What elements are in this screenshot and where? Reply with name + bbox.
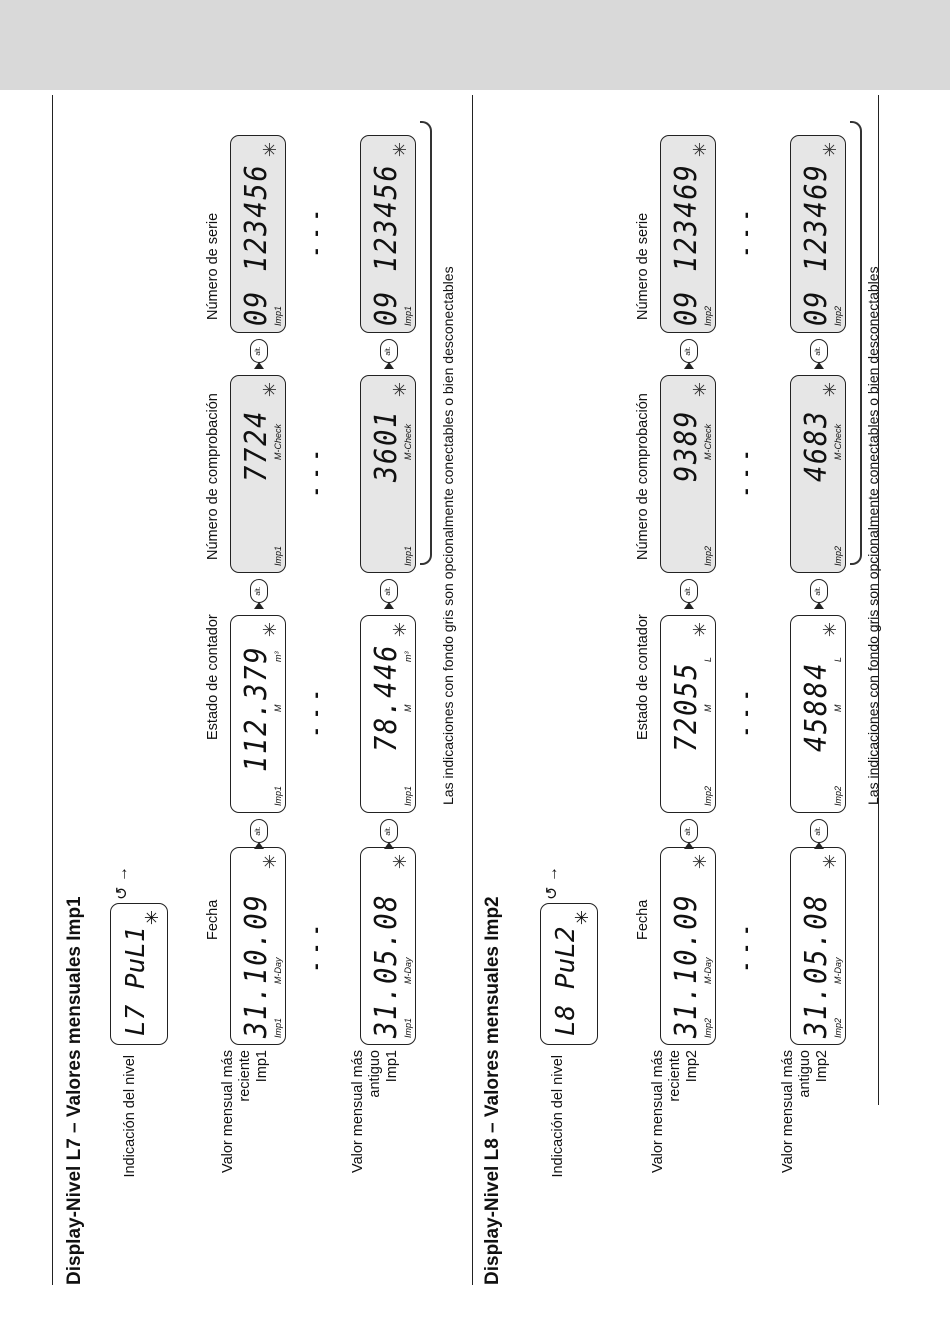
l8-note: Las indicaciones con fondo gris son opci…	[865, 266, 881, 805]
backlight-icon: ✳	[820, 854, 840, 870]
backlight-icon: ✳	[142, 910, 162, 926]
backlight-icon: ✳	[820, 142, 840, 158]
alt-button[interactable]: alt.	[810, 339, 828, 363]
l7-recent-date-lcd: 31.10.09 Imp1 M-Day ✳	[230, 847, 286, 1045]
l8-recent-check-lcd: 9389 Imp2 M-Check ✳	[660, 375, 716, 573]
l8-col-serie: Número de serie	[635, 212, 651, 320]
header-band	[0, 0, 950, 90]
l8-dashes-1: - - -	[735, 923, 757, 970]
l7-oldest-serial-lcd: 09 123456 Imp1 ✳	[360, 135, 416, 333]
alt-button[interactable]: alt.	[380, 339, 398, 363]
l7-col-serie: Número de serie	[205, 212, 221, 320]
l8-dashes-2: - - -	[735, 688, 757, 735]
l7-dashes-4: - - -	[305, 208, 327, 255]
l7-dashes-2: - - -	[305, 688, 327, 735]
backlight-icon: ✳	[572, 910, 592, 926]
l8-recent-date-lcd: 31.10.09 Imp2 M-Day ✳	[660, 847, 716, 1045]
section-l7-title: Display-Nivel L7 – Valores mensuales Imp…	[64, 896, 85, 1285]
rule-top	[52, 95, 53, 1285]
backlight-icon: ✳	[690, 854, 710, 870]
l8-recent-counter-lcd: 72055 Imp2 M L ✳	[660, 615, 716, 813]
alt-button[interactable]: alt.	[250, 579, 268, 603]
backlight-icon: ✳	[820, 622, 840, 638]
backlight-icon: ✳	[690, 382, 710, 398]
l8-col-comprob: Número de comprobación	[635, 393, 651, 560]
l8-oldest-date-lcd: 31.05.08 Imp2 M-Day ✳	[790, 847, 846, 1045]
l8-dashes-3: - - -	[735, 448, 757, 495]
alt-button[interactable]: alt.	[680, 819, 698, 843]
rule-middle	[472, 95, 473, 1285]
l8-col-fecha: Fecha	[635, 899, 651, 940]
backlight-icon: ✳	[390, 622, 410, 638]
l8-oldest-check-lcd: 4683 Imp2 M-Check ✳	[790, 375, 846, 573]
alt-button[interactable]: alt.	[380, 819, 398, 843]
l7-col-estado: Estado de contador	[205, 614, 221, 740]
alt-button[interactable]: alt.	[810, 579, 828, 603]
l8-recent-serial-lcd: 09 123469 Imp2 ✳	[660, 135, 716, 333]
backlight-icon: ✳	[390, 854, 410, 870]
l7-recent-check-lcd: 7724 Imp1 M-Check ✳	[230, 375, 286, 573]
l8-dashes-4: - - -	[735, 208, 757, 255]
l7-col-comprob: Número de comprobación	[205, 393, 221, 560]
backlight-icon: ✳	[260, 622, 280, 638]
l8-level-display: L8 PuL2 ✳	[540, 903, 598, 1045]
l8-brace	[850, 121, 862, 565]
l7-note: Las indicaciones con fondo gris son opci…	[440, 266, 456, 805]
alt-button[interactable]: alt.	[680, 339, 698, 363]
backlight-icon: ✳	[390, 142, 410, 158]
backlight-icon: ✳	[390, 382, 410, 398]
backlight-icon: ✳	[260, 382, 280, 398]
l7-col-fecha: Fecha	[205, 899, 221, 940]
alt-button[interactable]: alt.	[380, 579, 398, 603]
rotated-page: Display-Nivel L7 – Valores mensuales Imp…	[40, 95, 920, 1285]
l8-oldest-serial-lcd: 09 123469 Imp2 ✳	[790, 135, 846, 333]
section-l8-title: Display-Nivel L8 – Valores mensuales Imp…	[482, 896, 503, 1285]
l7-oldest-check-lcd: 3601 Imp1 M-Check ✳	[360, 375, 416, 573]
l8-oldest-counter-lcd: 45884 Imp2 M L ✳	[790, 615, 846, 813]
backlight-icon: ✳	[820, 382, 840, 398]
backlight-icon: ✳	[690, 622, 710, 638]
backlight-icon: ✳	[690, 142, 710, 158]
l8-loop-arrow: ↺ →	[544, 866, 561, 900]
l7-oldest-counter-lcd: 78.446 Imp1 M m³ ✳	[360, 615, 416, 813]
alt-button[interactable]: alt.	[250, 339, 268, 363]
l7-level-display: L7 PuL1 ✳	[110, 903, 168, 1045]
alt-button[interactable]: alt.	[810, 819, 828, 843]
backlight-icon: ✳	[260, 142, 280, 158]
backlight-icon: ✳	[260, 854, 280, 870]
l8-col-estado: Estado de contador	[635, 614, 651, 740]
l7-recent-serial-lcd: 09 123456 Imp1 ✳	[230, 135, 286, 333]
l7-brace	[420, 121, 432, 565]
l7-oldest-date-lcd: 31.05.08 Imp1 M-Day ✳	[360, 847, 416, 1045]
l7-dashes-1: - - -	[305, 923, 327, 970]
alt-button[interactable]: alt.	[680, 579, 698, 603]
l7-loop-arrow: ↺ →	[114, 866, 131, 900]
alt-button[interactable]: alt.	[250, 819, 268, 843]
l7-recent-counter-lcd: 112.379 Imp1 M m³ ✳	[230, 615, 286, 813]
l7-label-level: Indicación del nivel	[122, 1055, 138, 1178]
l8-label-level: Indicación del nivel	[550, 1055, 566, 1178]
l7-dashes-3: - - -	[305, 448, 327, 495]
